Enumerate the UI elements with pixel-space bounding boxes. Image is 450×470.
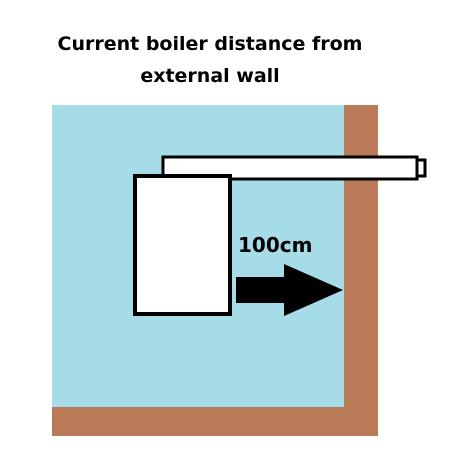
flue-pipe-cap	[415, 158, 427, 178]
right-arrow-icon	[236, 264, 343, 316]
title-line-2: external wall	[140, 65, 280, 87]
title-line-1: Current boiler distance from	[57, 33, 363, 55]
diagram-title: Current boiler distance from external wa…	[0, 28, 420, 92]
boiler-unit	[133, 174, 232, 316]
distance-label: 100cm	[238, 233, 312, 257]
